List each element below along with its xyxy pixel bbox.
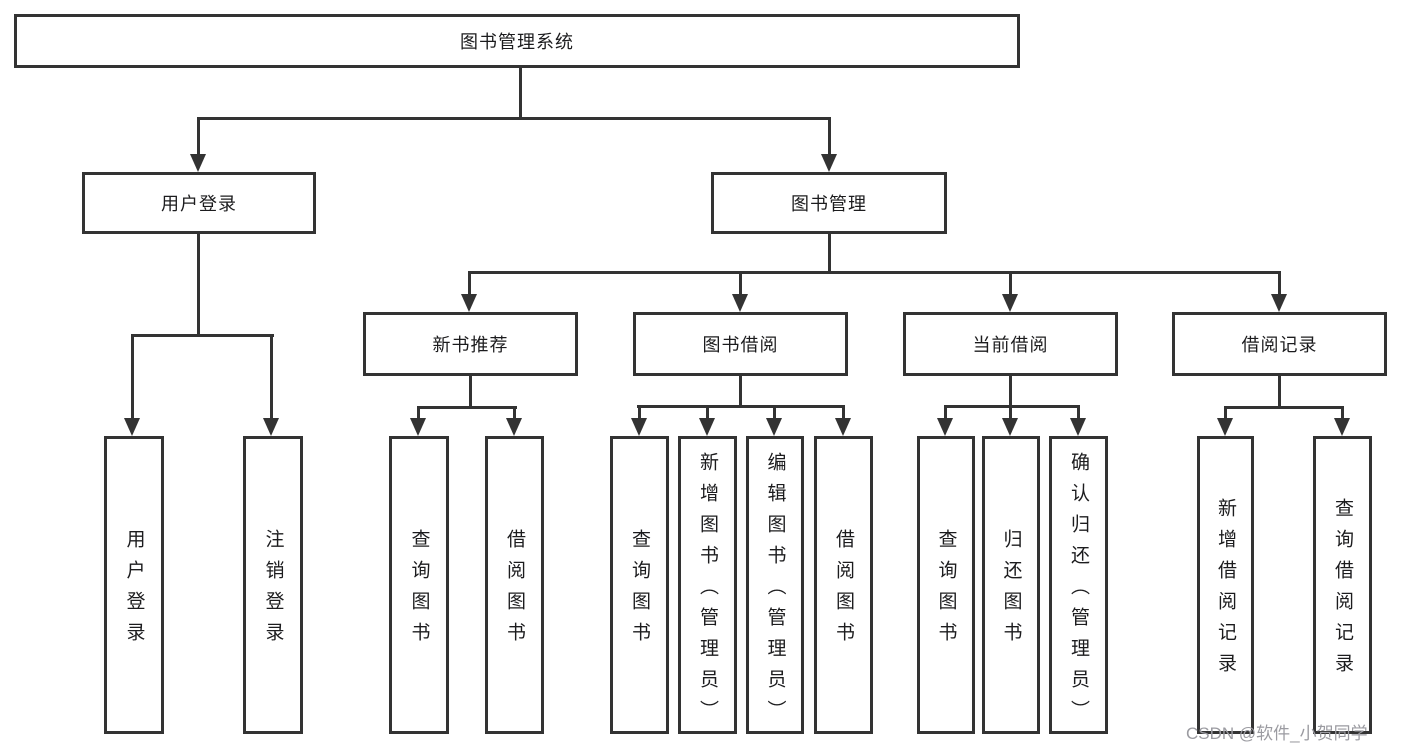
- node-book-borrowing: 图书借阅: [633, 312, 848, 376]
- arrow-down-icon: [263, 418, 279, 436]
- leaf-borrow-books-recommend-label: 借阅图书: [504, 529, 525, 653]
- arrow-down-icon: [1070, 418, 1086, 436]
- leaf-add-book-admin-label: 新增图书（管理员）: [697, 451, 718, 731]
- connector-login-stem: [197, 234, 200, 337]
- connector-recommend-drop-1: [417, 406, 420, 420]
- connector-login-bar: [131, 334, 274, 337]
- leaf-add-book-admin: 新增图书（管理员）: [678, 436, 737, 734]
- leaf-logout: 注销登录: [243, 436, 303, 734]
- leaf-query-borrow-record-label: 查询借阅记录: [1332, 498, 1353, 684]
- connector-mgmt-drop-2: [739, 271, 742, 295]
- arrow-down-icon: [821, 154, 837, 172]
- node-user-login: 用户登录: [82, 172, 316, 234]
- connector-root-bar: [197, 117, 831, 120]
- connector-borrowing-drop-3: [773, 405, 776, 420]
- connector-borrowing-stem: [739, 376, 742, 408]
- connector-login-drop-1: [131, 334, 134, 420]
- arrow-down-icon: [699, 418, 715, 436]
- connector-root-stem: [519, 68, 522, 120]
- arrow-down-icon: [506, 418, 522, 436]
- leaf-query-books-current-label: 查询图书: [935, 529, 957, 653]
- leaf-query-books-borrowing-label: 查询图书: [629, 529, 650, 653]
- leaf-logout-label: 注销登录: [262, 529, 284, 653]
- leaf-confirm-return-admin: 确认归还（管理员）: [1049, 436, 1108, 734]
- connector-borrowing-drop-1: [638, 405, 641, 420]
- connector-recommend-bar: [417, 406, 517, 409]
- node-borrowing-records-label: 借阅记录: [1241, 335, 1318, 355]
- connector-records-drop-1: [1224, 406, 1227, 420]
- arrow-down-icon: [937, 418, 953, 436]
- connector-records-drop-2: [1341, 406, 1344, 420]
- connector-recommend-stem: [469, 376, 472, 409]
- leaf-user-login-label: 用户登录: [123, 529, 145, 653]
- node-book-borrowing-label: 图书借阅: [702, 335, 779, 355]
- arrow-down-icon: [835, 418, 851, 436]
- leaf-edit-book-admin: 编辑图书（管理员）: [746, 436, 804, 734]
- leaf-return-book: 归还图书: [982, 436, 1040, 734]
- leaf-query-books-borrowing: 查询图书: [610, 436, 669, 734]
- leaf-borrow-books-borrowing: 借阅图书: [814, 436, 873, 734]
- arrow-down-icon: [732, 294, 748, 312]
- arrow-down-icon: [631, 418, 647, 436]
- arrow-down-icon: [1271, 294, 1287, 312]
- connector-mgmt-stem: [828, 234, 831, 274]
- arrow-down-icon: [410, 418, 426, 436]
- connector-current-drop-3: [1077, 405, 1080, 420]
- leaf-query-books-recommend: 查询图书: [389, 436, 449, 734]
- node-borrowing-records: 借阅记录: [1172, 312, 1387, 376]
- leaf-query-books-current: 查询图书: [917, 436, 975, 734]
- connector-root-drop-right: [828, 117, 831, 156]
- arrow-down-icon: [1002, 418, 1018, 436]
- connector-mgmt-drop-1: [468, 271, 471, 295]
- leaf-edit-book-admin-label: 编辑图书（管理员）: [764, 451, 786, 731]
- node-new-book-recommend-label: 新书推荐: [432, 335, 509, 355]
- connector-borrowing-bar: [637, 405, 845, 408]
- connector-borrowing-drop-2: [706, 405, 709, 420]
- connector-records-bar: [1224, 406, 1344, 409]
- arrow-down-icon: [766, 418, 782, 436]
- connector-borrowing-drop-4: [842, 405, 845, 420]
- watermark: CSDN @软件_小贺同学: [1186, 724, 1368, 743]
- connector-current-bar: [944, 405, 1080, 408]
- arrow-down-icon: [1002, 294, 1018, 312]
- leaf-user-login: 用户登录: [104, 436, 164, 734]
- arrow-down-icon: [124, 418, 140, 436]
- connector-current-stem: [1009, 376, 1012, 408]
- node-book-management: 图书管理: [711, 172, 947, 234]
- leaf-confirm-return-admin-label: 确认归还（管理员）: [1068, 451, 1089, 731]
- node-root: 图书管理系统: [14, 14, 1020, 68]
- leaf-query-borrow-record: 查询借阅记录: [1313, 436, 1372, 734]
- connector-root-drop-left: [197, 117, 200, 156]
- connector-recommend-drop-2: [513, 406, 516, 420]
- arrow-down-icon: [190, 154, 206, 172]
- leaf-add-borrow-record-label: 新增借阅记录: [1215, 498, 1236, 684]
- arrow-down-icon: [461, 294, 477, 312]
- node-book-management-label: 图书管理: [791, 194, 867, 214]
- node-root-label: 图书管理系统: [460, 32, 574, 52]
- leaf-borrow-books-borrowing-label: 借阅图书: [833, 529, 854, 653]
- node-new-book-recommend: 新书推荐: [363, 312, 578, 376]
- arrow-down-icon: [1217, 418, 1233, 436]
- connector-mgmt-bar: [468, 271, 1281, 274]
- leaf-borrow-books-recommend: 借阅图书: [485, 436, 544, 734]
- connector-mgmt-drop-4: [1278, 271, 1281, 295]
- connector-login-drop-2: [270, 334, 273, 420]
- connector-records-stem: [1278, 376, 1281, 409]
- connector-current-drop-1: [944, 405, 947, 420]
- leaf-add-borrow-record: 新增借阅记录: [1197, 436, 1254, 734]
- node-current-borrowing: 当前借阅: [903, 312, 1118, 376]
- connector-mgmt-drop-3: [1009, 271, 1012, 295]
- leaf-query-books-recommend-label: 查询图书: [408, 529, 430, 653]
- arrow-down-icon: [1334, 418, 1350, 436]
- node-user-login-label: 用户登录: [161, 194, 237, 214]
- leaf-return-book-label: 归还图书: [1000, 529, 1022, 653]
- node-current-borrowing-label: 当前借阅: [972, 335, 1049, 355]
- connector-current-drop-2: [1009, 405, 1012, 420]
